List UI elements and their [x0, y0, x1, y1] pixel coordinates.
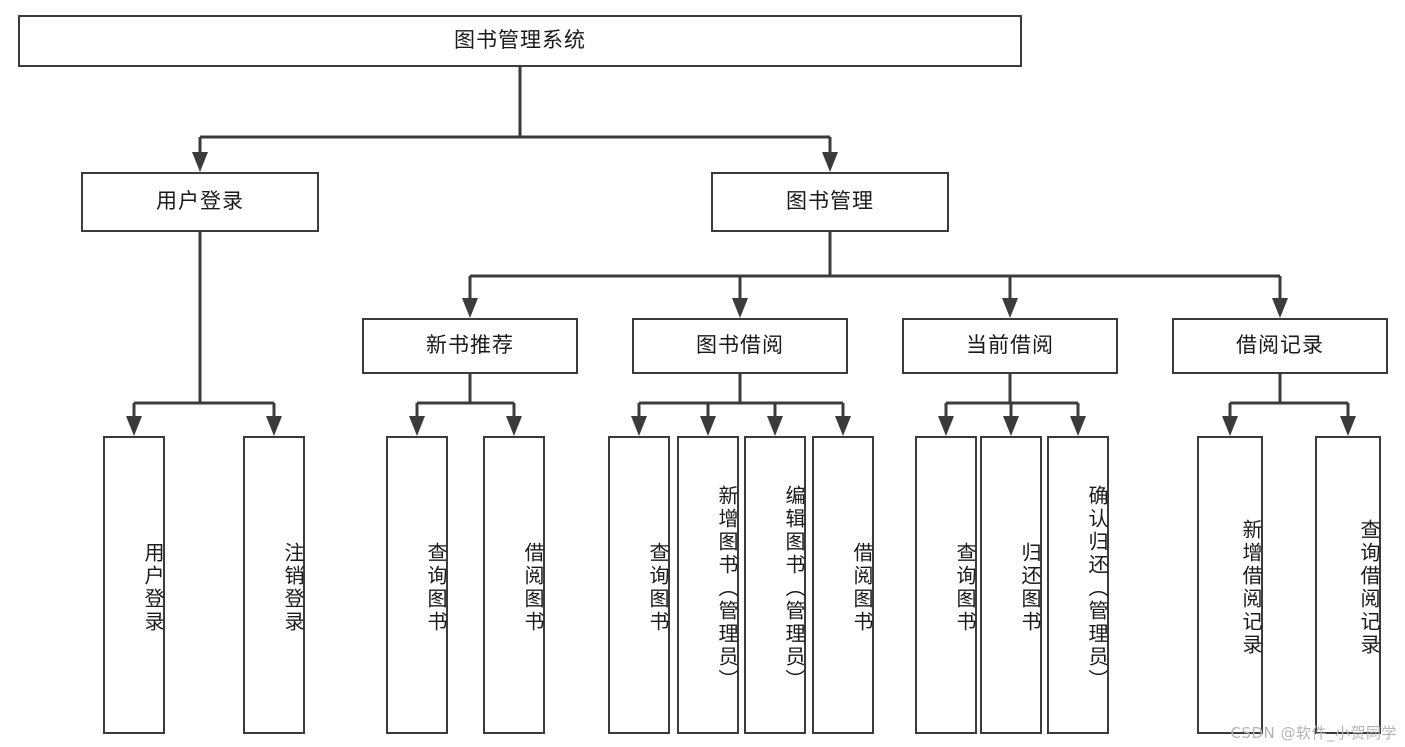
- node-label: 查询图书: [424, 542, 448, 634]
- node-label: 新增图书（管理员）: [715, 484, 739, 692]
- node-current[interactable]: 当前借阅: [902, 318, 1118, 374]
- arrowhead-icon: [938, 416, 954, 436]
- node-label: 新增借阅记录: [1239, 519, 1263, 657]
- node-leaf-8[interactable]: 借阅图书: [812, 436, 874, 734]
- node-label: 当前借阅: [966, 333, 1054, 358]
- node-label: 借阅图书: [521, 542, 545, 634]
- node-label: 编辑图书（管理员）: [782, 484, 806, 692]
- node-leaf-10[interactable]: 归还图书: [980, 436, 1042, 734]
- arrowhead-icon: [1003, 416, 1019, 436]
- node-leaf-1[interactable]: 用户登录: [103, 436, 165, 734]
- arrowhead-icon: [1070, 416, 1086, 436]
- node-user-login[interactable]: 用户登录: [81, 172, 319, 232]
- node-borrow[interactable]: 图书借阅: [632, 318, 848, 374]
- node-leaf-2[interactable]: 注销登录: [243, 436, 305, 734]
- arrowhead-icon: [266, 416, 282, 436]
- node-leaf-11[interactable]: 确认归还（管理员）: [1047, 436, 1109, 734]
- node-leaf-12[interactable]: 新增借阅记录: [1197, 436, 1263, 734]
- arrowhead-icon: [631, 416, 647, 436]
- node-label: 图书借阅: [696, 333, 784, 358]
- node-root[interactable]: 图书管理系统: [18, 15, 1022, 67]
- arrowhead-icon: [732, 298, 748, 318]
- node-leaf-9[interactable]: 查询图书: [915, 436, 977, 734]
- arrowhead-icon: [1272, 298, 1288, 318]
- node-label: 借阅图书: [850, 542, 874, 634]
- node-label: 借阅记录: [1236, 333, 1324, 358]
- node-leaf-7[interactable]: 编辑图书（管理员）: [744, 436, 806, 734]
- node-label: 确认归还（管理员）: [1085, 484, 1109, 692]
- node-records[interactable]: 借阅记录: [1172, 318, 1388, 374]
- node-label: 新书推荐: [426, 333, 514, 358]
- node-label: 查询借阅记录: [1357, 519, 1381, 657]
- arrowhead-icon: [192, 152, 208, 172]
- arrowhead-icon: [1002, 298, 1018, 318]
- node-leaf-4[interactable]: 借阅图书: [483, 436, 545, 734]
- node-new-rec[interactable]: 新书推荐: [362, 318, 578, 374]
- arrowhead-icon: [409, 416, 425, 436]
- node-label: 图书管理系统: [454, 28, 586, 53]
- node-label: 归还图书: [1018, 542, 1042, 634]
- arrowhead-icon: [1222, 416, 1238, 436]
- node-label: 用户登录: [156, 189, 244, 214]
- node-label: 查询图书: [953, 542, 977, 634]
- arrowhead-icon: [767, 416, 783, 436]
- arrowhead-icon: [126, 416, 142, 436]
- arrowhead-icon: [1340, 416, 1356, 436]
- arrowhead-icon: [700, 416, 716, 436]
- node-leaf-3[interactable]: 查询图书: [386, 436, 448, 734]
- node-leaf-5[interactable]: 查询图书: [608, 436, 670, 734]
- arrowhead-icon: [506, 416, 522, 436]
- watermark: CSDN @软件_小贺同学: [1230, 724, 1397, 742]
- arrowhead-icon: [822, 152, 838, 172]
- node-label: 图书管理: [786, 189, 874, 214]
- node-label: 用户登录: [141, 542, 165, 634]
- node-leaf-13[interactable]: 查询借阅记录: [1315, 436, 1381, 734]
- arrowhead-icon: [835, 416, 851, 436]
- arrowhead-icon: [462, 298, 478, 318]
- node-book-admin[interactable]: 图书管理: [711, 172, 949, 232]
- node-leaf-6[interactable]: 新增图书（管理员）: [677, 436, 739, 734]
- node-label: 查询图书: [646, 542, 670, 634]
- node-label: 注销登录: [281, 542, 305, 634]
